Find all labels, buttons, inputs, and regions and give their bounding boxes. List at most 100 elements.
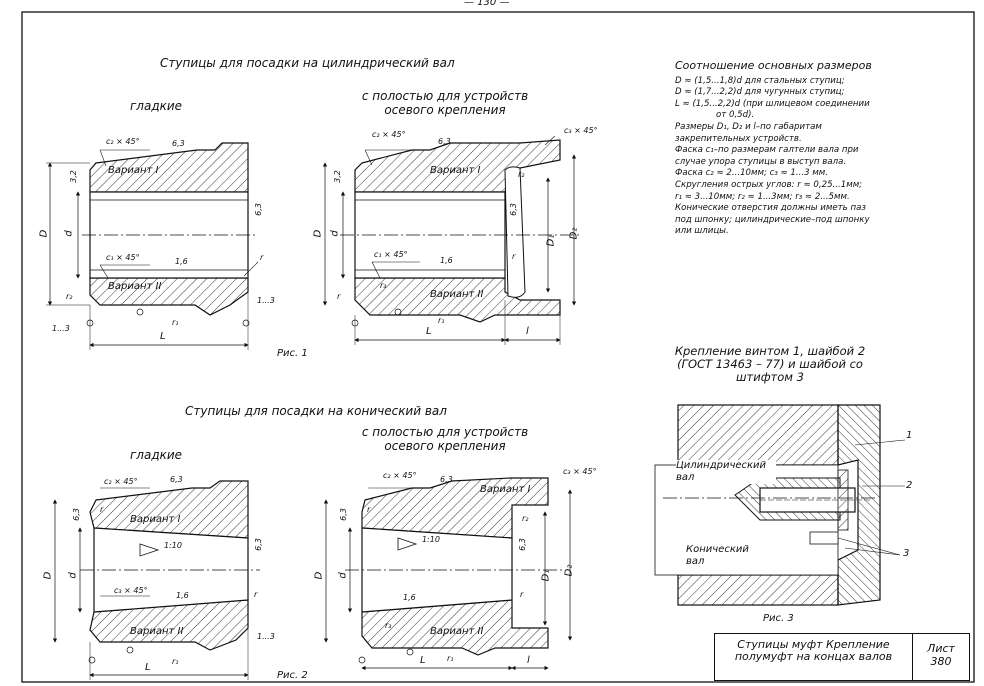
fig2b-rough-63: 6,3	[440, 475, 453, 484]
callout-3: 3	[903, 548, 910, 559]
notes-line: Фаска c₁–по размерам галтели вала при	[675, 145, 859, 156]
fig1b-L: L	[426, 326, 432, 337]
fig2b-rough-16: 1,6	[403, 593, 416, 602]
notes-line: L ≈ (1,5...2,2)d (при шлицевом соединени…	[675, 98, 870, 109]
fig2b-r-right: r	[520, 590, 524, 599]
section1-title: Ступицы для посадки на цилиндрический ва…	[160, 56, 455, 70]
fig1b-r3: r₃	[380, 281, 387, 290]
notes-line: случае упора ступицы в выступ вала.	[675, 156, 847, 167]
fig1a-r1: r₁	[172, 318, 179, 327]
notes-line: D ≈ (1,5...1,8)d для стальных ступиц;	[675, 75, 845, 86]
fig1a-L: L	[160, 331, 166, 342]
fig2a-r-right: r	[254, 590, 258, 599]
notes-line: под шпонку; цилиндрические–под шпонку	[675, 214, 870, 225]
fig1a-c2: c₂ × 45°	[106, 137, 140, 146]
page-number: — 130 —	[464, 0, 510, 8]
fig1b-c1: c₁ × 45°	[374, 250, 408, 259]
fig2b-r: r	[367, 505, 371, 514]
fig1b-r: r	[512, 252, 516, 261]
fig2a-taper: 1:10	[164, 541, 182, 550]
sheet-number: 380	[930, 655, 952, 668]
title-block-divider	[912, 634, 913, 680]
fig2b-rough-63b: 6,3	[517, 538, 527, 551]
sheet-label: Лист	[927, 642, 955, 655]
fig2a-rough-63: 6,3	[170, 475, 183, 484]
fig1a-d: d	[63, 230, 75, 237]
fig1a-variant-2: Вариант II	[108, 281, 162, 292]
fig1a-rough-63: 6,3	[172, 139, 185, 148]
fig1a-variant-1: Вариант I	[108, 165, 159, 176]
fig1b-d: d	[329, 230, 341, 237]
fig2b-D2: D₂	[563, 564, 575, 577]
fig2b-taper: 1:10	[422, 535, 440, 544]
fig1a-range: 1...3	[257, 296, 275, 305]
title-block: Ступицы муфт Крепление полумуфт на конца…	[714, 633, 970, 681]
fig2a-variant-1: Вариант I	[130, 514, 181, 525]
notes-line: от 0,5d).	[675, 110, 755, 121]
fig2b-r1: r₁	[447, 654, 454, 663]
callout-1: 1	[906, 430, 913, 441]
fig1b-r1: r₁	[438, 316, 445, 325]
fig1a-rough-63b: 6,3	[253, 203, 263, 216]
notes-line: Конические отверстия должны иметь паз	[675, 203, 866, 214]
fig2b-c2: c₂ × 45°	[383, 471, 417, 480]
fig2a-range: 1...3	[257, 632, 275, 641]
fig1a-c1: c₁ × 45°	[106, 253, 140, 262]
fig2a-rough-63b: 6,3	[253, 538, 263, 551]
fig2a-r1: r₁	[172, 657, 179, 666]
fig1a-rough-16: 1,6	[175, 257, 188, 266]
fig2b-r3: r₃	[385, 621, 392, 630]
fig1b-D1: D₁	[545, 234, 557, 247]
fig2b-l: l	[527, 655, 530, 666]
fig1a-r: r	[260, 253, 264, 262]
fig2-cavity-hub	[323, 477, 573, 671]
fig2b-rough-63-side: 6,3	[338, 508, 348, 521]
fig1b-l: l	[526, 326, 529, 337]
fig1b-rough-63b: 6,3	[508, 203, 518, 216]
fig2-smooth-label: гладкие	[130, 448, 183, 462]
fig1a-range-left: 1...3	[52, 324, 70, 333]
fig2a-variant-2: Вариант II	[130, 626, 184, 637]
fig3-caption: Рис. 3	[763, 613, 794, 624]
section2-title: Ступицы для посадки на конический вал	[185, 404, 447, 418]
fastening-title: Крепление винтом 1, шайбой 2 (ГОСТ 13463…	[674, 344, 866, 384]
dimension-notes: Соотношение основных размеров D ≈ (1,5..…	[675, 60, 925, 238]
fig2b-variant-2: Вариант II	[430, 626, 484, 637]
notes-line: D ≈ (1,7...2,2)d для чугунных ступиц;	[675, 87, 845, 98]
fig1a-D: D	[38, 229, 50, 238]
fig1b-c3: c₃ × 45°	[564, 126, 598, 135]
fig1b-D2: D₂	[568, 227, 580, 240]
fig2b-D1: D₁	[540, 569, 552, 582]
fig1a-rough-32: 3,2	[68, 170, 78, 183]
fig2b-D: D	[313, 571, 325, 580]
conical-shaft-label: Конический вал	[686, 544, 756, 568]
fig2b-c3: c₃ × 45°	[563, 467, 597, 476]
fig1-cavity-hub	[322, 135, 580, 345]
title-block-sheet: Лист 380	[913, 642, 969, 668]
notes-heading: Соотношение основных размеров	[675, 59, 872, 72]
fig2a-rough-16: 1,6	[176, 591, 189, 600]
fig2a-r: r	[100, 505, 104, 514]
fig2-flange-label: с полостью для устройств осевого креплен…	[361, 425, 529, 453]
fig2a-D: D	[42, 571, 54, 580]
sheet-frame	[21, 11, 975, 683]
fig1-smooth-hub	[46, 142, 259, 350]
fig1b-r2: r₂	[518, 170, 525, 179]
notes-line: Фаска c₂ ≈ 2...10мм; c₃ ≈ 1...3 мм.	[675, 168, 828, 179]
fig3-fastening-assembly	[654, 404, 906, 606]
fig2b-variant-1: Вариант I	[480, 484, 531, 495]
notes-line: Размеры D₁, D₂ и l–по габаритам	[675, 121, 822, 132]
fig1-flange-label: с полостью для устройств осевого креплен…	[361, 89, 529, 117]
fig1b-rough-16: 1,6	[440, 256, 453, 265]
cylindrical-shaft-label: Цилиндрический вал	[676, 460, 776, 484]
fig1b-D: D	[312, 229, 324, 238]
fig1-smooth-label: гладкие	[130, 99, 183, 113]
fig1b-variant-1: Вариант I	[430, 165, 481, 176]
fig2b-r2: r₂	[522, 514, 529, 523]
fig2a-c2: c₂ × 45°	[104, 477, 138, 486]
notes-line: закрепительных устройств.	[675, 133, 802, 144]
notes-line: Скругления острых углов: r ≈ 0,25...1мм;	[675, 179, 863, 190]
fig2b-L: L	[420, 655, 426, 666]
fig1b-c2: c₂ × 45°	[372, 130, 406, 139]
